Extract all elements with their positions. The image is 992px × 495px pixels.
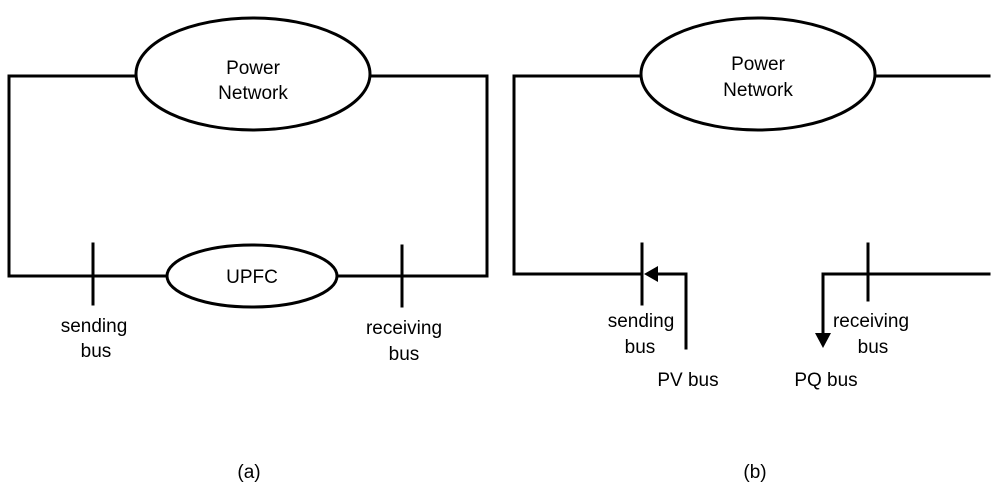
- panel-b-right-lower-wire: [821, 272, 991, 336]
- panel-b-sending-label-line1: sending: [608, 311, 675, 332]
- panel-b-left-wire: [512, 74, 644, 276]
- panel-a-sending-label-line2: bus: [81, 341, 112, 362]
- panel-a: Power Network UPFC sending bus receiving…: [7, 16, 489, 483]
- pv-injection-line: [654, 272, 688, 350]
- panel-b-sending-label-line2: bus: [625, 337, 656, 358]
- panel-b-power-network-node: [639, 16, 877, 132]
- panel-b-caption: (b): [743, 462, 766, 483]
- pv-bus-label: PV bus: [657, 370, 718, 391]
- panel-b-network-label-line2: Network: [723, 80, 793, 101]
- panel-b-receiving-label-line2: bus: [858, 337, 889, 358]
- panel-a-network-label-line1: Power: [226, 58, 281, 79]
- panel-b-receiving-label-line1: receiving: [833, 311, 909, 332]
- panel-a-right-wire: [335, 74, 489, 278]
- pq-bus-label: PQ bus: [794, 370, 857, 391]
- pv-injection-arrowhead: [644, 266, 658, 282]
- pq-load-arrowhead: [815, 333, 831, 348]
- panel-a-receiving-label-line1: receiving: [366, 318, 442, 339]
- panel-a-receiving-label-line2: bus: [389, 344, 420, 365]
- panel-b: Power Network sending bus PV bus receivi…: [512, 16, 991, 483]
- panel-a-left-wire: [7, 74, 169, 278]
- upfc-node: [165, 243, 339, 309]
- panel-a-network-label-line2: Network: [218, 83, 288, 104]
- panel-a-caption: (a): [237, 462, 260, 483]
- upfc-label: UPFC: [226, 267, 278, 288]
- panel-a-sending-label-line1: sending: [61, 316, 128, 337]
- panel-a-power-network-node: [134, 16, 372, 132]
- panel-b-network-label-line1: Power: [731, 54, 786, 75]
